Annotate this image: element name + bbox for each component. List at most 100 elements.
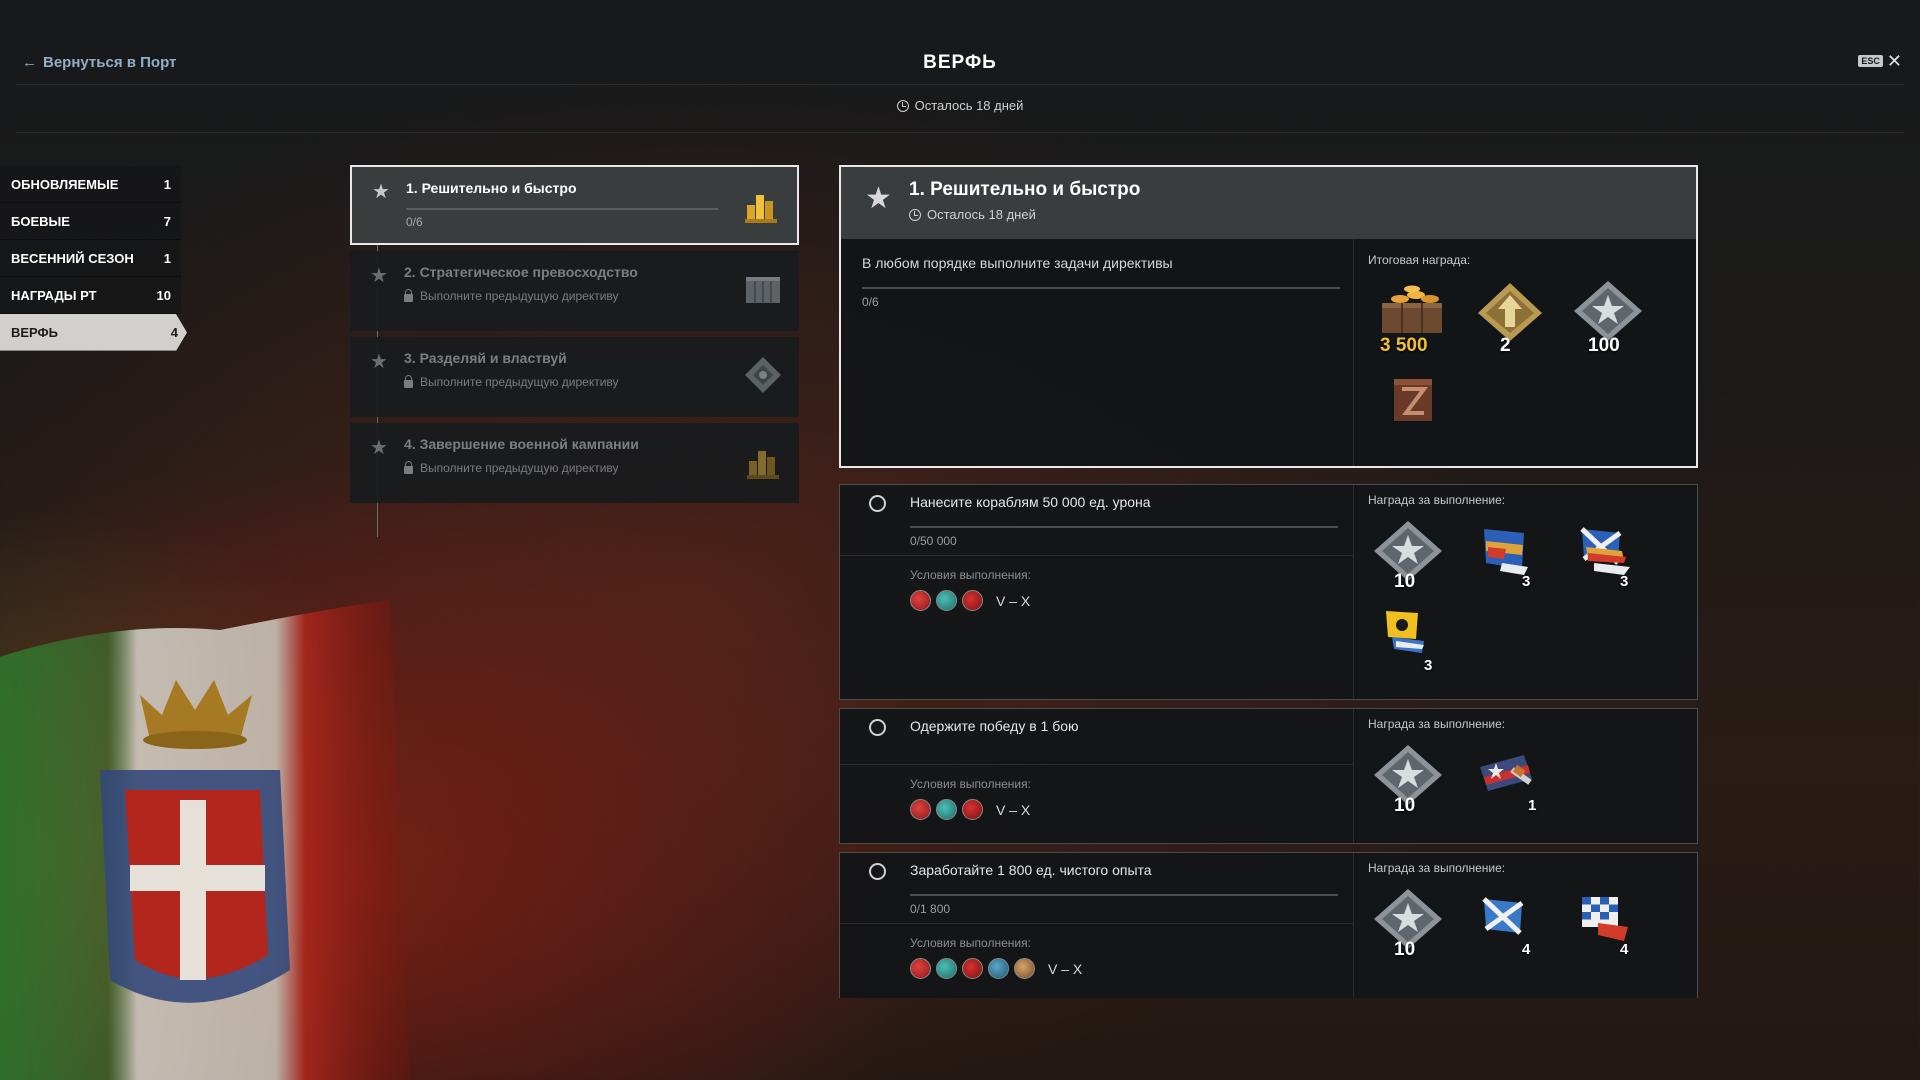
sidebar-item-count: 1 [163,176,171,192]
task-radio[interactable] [869,719,886,736]
signal-flag-yellow-icon [1386,611,1424,653]
reward-signal-flag[interactable]: 3 [1368,603,1466,687]
sidebar-item-count: 1 [163,250,171,266]
reward-camouflage[interactable]: 1 [1466,743,1564,827]
signal-flag-cross-icon [1580,527,1630,575]
sidebar-item-label: БОЕВЫЕ [11,213,70,229]
directive-card-1[interactable]: ★ 1. Решительно и быстро 0/6 [350,165,799,245]
silver-star-token-icon [1374,889,1442,949]
silver-star-token-icon [1374,745,1442,805]
task-progress: 0/1 800 [910,902,951,916]
directive-card-3[interactable]: ★ 3. Разделяй и властвуй Выполните преды… [350,337,799,417]
directive-detail-header: ★ 1. Решительно и быстро Осталось 18 дне… [841,167,1696,239]
task-reward-block: Награда за выполнение: 10 [1354,709,1697,843]
close-icon: ✕ [1886,51,1902,71]
detail-description: В любом порядке выполните задачи директи… [862,255,1173,271]
directive-lock-message: Выполните предыдущую директиву [404,374,785,389]
reward-qty: 3 500 [1380,335,1428,356]
task-header: Заработайте 1 800 ед. чистого опыта 0/1 … [840,853,1353,924]
signal-flag-blue-cross-icon [1482,897,1524,935]
reward-star-tokens[interactable]: 100 [1564,279,1662,367]
task-radio[interactable] [869,495,886,512]
diamond-badge-icon [745,357,781,393]
back-to-port-link[interactable]: ← Вернуться в Порт [22,54,176,71]
reward-doubloons[interactable]: 3 500 [1368,279,1466,367]
detail-body: В любом порядке выполните задачи директи… [841,239,1696,466]
directive-progress-bar [406,208,718,210]
star-icon: ★ [370,351,388,373]
camouflage-icon [1480,755,1532,791]
esc-key-badge: ESC [1858,55,1883,67]
task-progress-bar [910,526,1338,528]
netherlands-icon [936,590,957,611]
task-card-3: Заработайте 1 800 ед. чистого опыта 0/1 … [839,852,1698,998]
task-conditions-label: Условия выполнения: [910,936,1031,950]
lock-icon [404,288,413,302]
arrow-left-icon: ← [22,54,37,71]
sidebar-item-updatable[interactable]: ОБНОВЛЯЕМЫЕ 1 [0,166,181,203]
silver-star-token-icon [1574,281,1642,341]
reward-star-tokens[interactable]: 10 [1368,887,1466,971]
task-conditions-label: Условия выполнения: [910,568,1031,582]
reward-qty: 4 [1620,941,1629,958]
task-header: Одержите победу в 1 бою [840,709,1353,765]
task-conditions-label: Условия выполнения: [910,777,1031,791]
clock-icon [909,208,921,221]
directive-detail-panel: ★ 1. Решительно и быстро Осталось 18 дне… [839,165,1698,998]
pan-asia-icon [988,958,1009,979]
directive-card-2[interactable]: ★ 2. Стратегическое превосходство Выполн… [350,251,799,331]
shipyard-token-icon [1478,283,1542,341]
directive-list: ★ 1. Решительно и быстро 0/6 ★ 2. Страте… [350,165,799,537]
directive-title: 3. Разделяй и властвуй [404,350,567,366]
task-title: Одержите победу в 1 бою [910,718,1079,734]
reward-signal-flag[interactable]: 3 [1564,519,1662,603]
reward-qty: 10 [1394,939,1416,960]
star-icon: ★ [370,265,388,287]
directive-card-4[interactable]: ★ 4. Завершение военной кампании Выполни… [350,423,799,503]
task-reward-block: Награда за выполнение: 10 4 [1354,853,1697,998]
task-radio[interactable] [869,863,886,880]
task-reward-grid: 10 4 [1368,887,1668,971]
header-divider-bottom [16,132,1904,133]
sidebar-item-spring-season[interactable]: ВЕСЕННИЙ СЕЗОН 1 [0,240,181,277]
ussr-icon [962,590,983,611]
sidebar-item-combat[interactable]: БОЕВЫЕ 7 [0,203,181,240]
reward-signal-flag[interactable]: 4 [1466,887,1564,971]
directive-detail-main: ★ 1. Решительно и быстро Осталось 18 дне… [839,165,1698,468]
task-tiers: V – X [996,592,1031,609]
gold-bars-icon [745,195,777,223]
final-reward-grid: 3 500 2 [1368,279,1668,455]
task-title: Заработайте 1 800 ед. чистого опыта [910,862,1152,878]
task-conditions-row: V – X [910,799,1353,820]
italy-icon [910,799,931,820]
detail-progress: 0/6 [862,295,879,309]
task-conditions: Условия выполнения: V – X [840,765,1353,820]
netherlands-icon [936,958,957,979]
directive-lock-message: Выполните предыдущую директиву [404,460,785,475]
signal-flag-blue-red-icon [1484,529,1528,575]
reward-star-tokens[interactable]: 10 [1368,519,1466,603]
task-tiers: V – X [996,801,1031,818]
reward-star-tokens[interactable]: 10 [1368,743,1466,827]
reward-signal-flag[interactable]: 3 [1466,519,1564,603]
directive-lock-text: Выполните предыдущую директиву [420,461,619,475]
lock-icon [404,460,413,474]
italian-royal-flag-decoration [0,600,410,1080]
sidebar-item-rt-rewards[interactable]: НАГРАДЫ РТ 10 [0,277,181,314]
reward-supply-container[interactable] [1368,367,1466,455]
reward-signal-flag[interactable]: 4 [1564,887,1662,971]
reward-qty: 10 [1394,571,1416,592]
steel-container-icon [746,277,780,303]
netherlands-icon [936,799,957,820]
ussr-icon [962,799,983,820]
reward-qty: 4 [1522,941,1531,958]
reward-qty: 1 [1528,797,1537,814]
close-button[interactable]: ESC ✕ [1858,52,1902,70]
lock-icon [404,374,413,388]
reward-shipyard-token[interactable]: 2 [1466,279,1564,367]
task-reward-label: Награда за выполнение: [1368,861,1506,875]
sidebar-item-count: 10 [156,287,171,303]
sidebar-item-shipyard[interactable]: ВЕРФЬ 4 [0,314,187,351]
header-divider [16,84,1904,85]
directive-lock-message: Выполните предыдущую директиву [404,288,785,303]
